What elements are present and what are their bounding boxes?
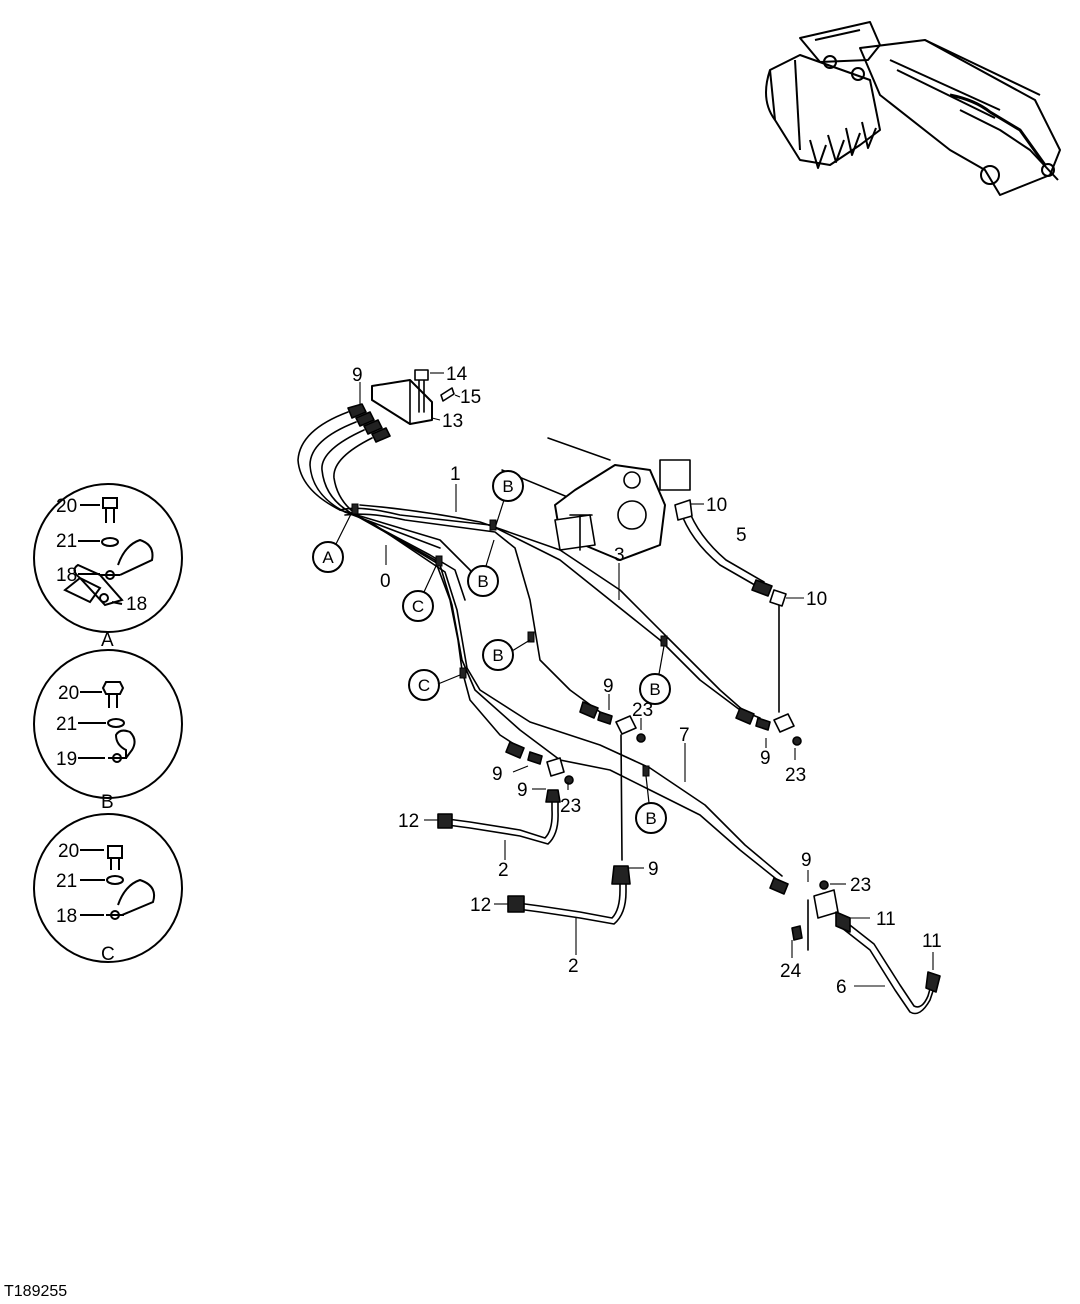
- part-24: 24: [780, 961, 802, 982]
- detail-c-item-1: 20: [58, 841, 79, 862]
- part-5: 5: [736, 525, 747, 546]
- figure-reference: T189255: [4, 1283, 67, 1300]
- part-7: 7: [679, 725, 690, 746]
- part-10-lower: 10: [806, 589, 827, 610]
- part-11-a: 11: [876, 909, 896, 930]
- detail-b-label: B: [101, 792, 114, 813]
- part-9-f: 9: [517, 780, 528, 801]
- part-2-a: 2: [498, 860, 509, 881]
- part-13: 13: [442, 411, 463, 432]
- callout-b-4: B: [649, 680, 660, 699]
- callout-a: A: [322, 548, 334, 567]
- detail-c-item-3: 18: [56, 906, 77, 927]
- detail-b-item-2: 21: [56, 714, 77, 735]
- part-14: 14: [446, 364, 468, 385]
- part-1: 1: [450, 464, 461, 485]
- callout-a-circle: [312, 541, 344, 573]
- detail-b-item-1: 20: [58, 683, 79, 704]
- callout-b-3: B: [492, 646, 503, 665]
- detail-a-item-3: 18: [56, 565, 77, 586]
- detail-labels: 20 21 18 18 A 20 21 19 B 20 21 18 C: [56, 496, 147, 965]
- callout-b-circle-1: [492, 470, 524, 502]
- part-9-top: 9: [352, 365, 363, 386]
- hose-lines: [297, 369, 941, 1015]
- part-10-upper: 10: [706, 495, 727, 516]
- part-9-h: 9: [801, 850, 812, 871]
- part-9-g: 9: [648, 859, 659, 880]
- callout-leaders: [335, 499, 665, 804]
- callout-c-circle-2: [408, 669, 440, 701]
- detail-circle-b: [33, 649, 183, 799]
- part-9-c: 9: [603, 676, 614, 697]
- detail-c-hardware: [106, 845, 156, 920]
- part-12-b: 12: [470, 895, 491, 916]
- detail-a-item-4: 18: [126, 594, 147, 615]
- callout-labels: A B B C B C B B: [322, 477, 660, 828]
- detail-views: [33, 483, 183, 963]
- part-15: 15: [460, 387, 481, 408]
- part-leaders: [359, 372, 934, 987]
- part-23-c: 23: [632, 700, 653, 721]
- part-11-b: 11: [922, 931, 942, 952]
- clamp-markers: [351, 503, 668, 777]
- callout-b-circle-2: [467, 565, 499, 597]
- part-9-d: 9: [760, 748, 771, 769]
- part-3: 3: [614, 545, 625, 566]
- callout-b-5: B: [645, 809, 656, 828]
- detail-circle-c: [33, 813, 183, 963]
- part-23-f: 23: [560, 796, 581, 817]
- detail-a-hardware: [63, 497, 154, 607]
- part-0: 0: [380, 571, 391, 592]
- part-2-b: 2: [568, 956, 579, 977]
- callout-c-2: C: [418, 676, 430, 695]
- callout-b-circle-5: [635, 802, 667, 834]
- callout-circles: [312, 470, 671, 834]
- detail-circle-a: [33, 483, 183, 633]
- detail-c-label: C: [101, 944, 115, 965]
- excavator-arm-thumbnail: [765, 21, 1061, 196]
- callout-c-1: C: [412, 597, 424, 616]
- callout-b-1: B: [502, 477, 513, 496]
- part-number-labels: 9 14 15 13 1 0 10 5 3 10 9 23 7 9 23 9 9…: [352, 364, 942, 998]
- part-9-e: 9: [492, 764, 503, 785]
- part-12-a: 12: [398, 811, 419, 832]
- part-23-d: 23: [785, 765, 806, 786]
- part-6: 6: [836, 977, 847, 998]
- detail-a-item-1: 20: [56, 496, 77, 517]
- part-23-h: 23: [850, 875, 871, 896]
- detail-b-hardware: [101, 681, 136, 763]
- callout-c-circle-1: [402, 590, 434, 622]
- detail-b-item-3: 19: [56, 749, 77, 770]
- callout-b-circle-3: [482, 639, 514, 671]
- detail-c-item-2: 21: [56, 871, 77, 892]
- detail-a-item-2: 21: [56, 531, 77, 552]
- callout-b-circle-4: [639, 673, 671, 705]
- detail-a-label: A: [101, 630, 114, 651]
- callout-b-2: B: [477, 572, 488, 591]
